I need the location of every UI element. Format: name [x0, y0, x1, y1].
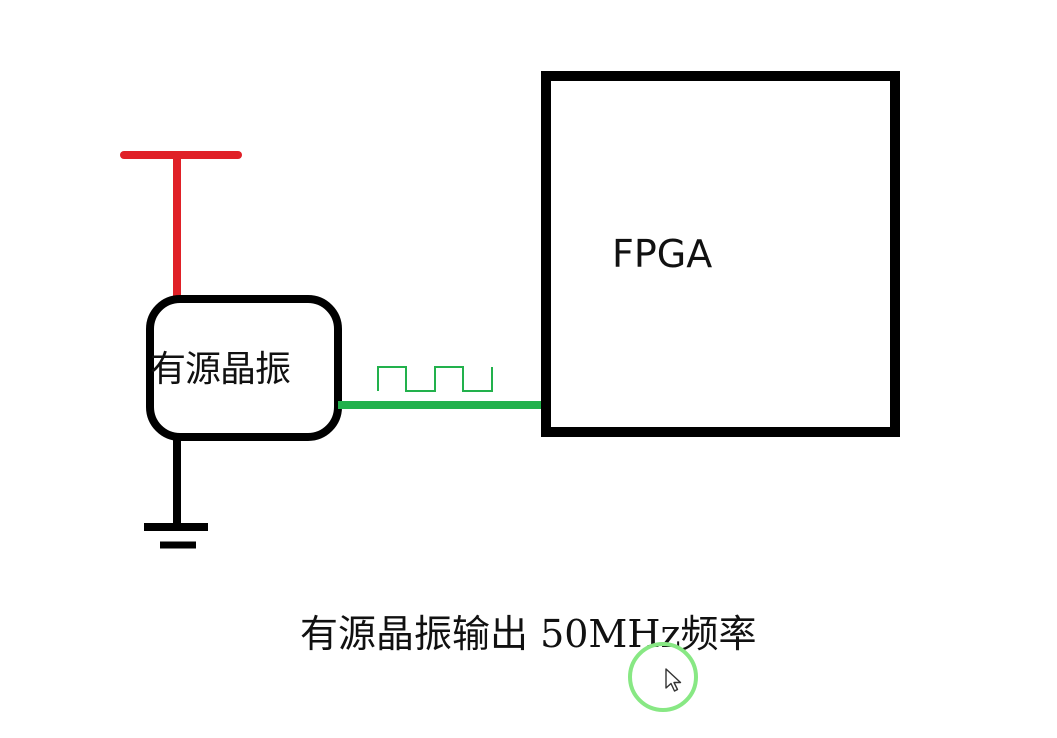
square-wave-icon [377, 366, 493, 392]
cursor-highlight-ring [628, 642, 698, 712]
ground-icon [144, 437, 208, 549]
fpga-label: FPGA [612, 232, 713, 276]
oscillator-label: 有源晶振 [150, 349, 291, 390]
mouse-cursor-icon [665, 668, 682, 692]
power-rail-icon [120, 151, 242, 300]
oscillator-box [146, 295, 342, 441]
fpga-box [541, 71, 900, 437]
